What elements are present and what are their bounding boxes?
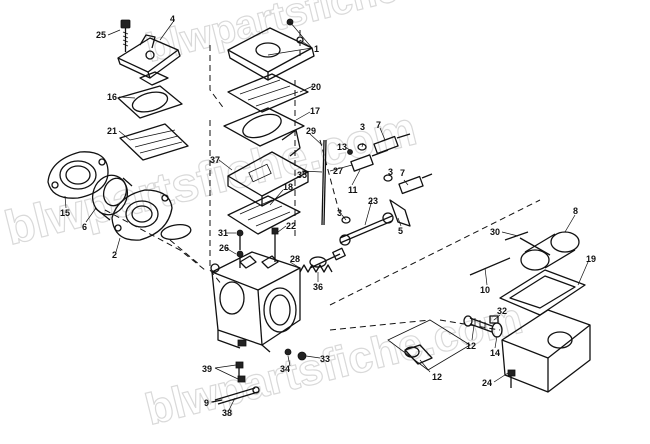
- callout-22: 22: [286, 221, 296, 231]
- callout-2: 2: [112, 250, 117, 260]
- diaphragm-17: [223, 107, 305, 147]
- callout-27: 27: [333, 166, 343, 176]
- callout-15: 15: [60, 208, 70, 218]
- screw-39b: [237, 375, 246, 383]
- watermark-top: blwpartsfiche.com: [142, 0, 493, 71]
- washer-3b: [383, 174, 393, 182]
- fitting-7b: [398, 173, 433, 195]
- callout-38: 38: [222, 408, 232, 418]
- callout-12b: 12: [432, 372, 442, 382]
- watermark-middle: blwpartsfiche.com: [0, 102, 422, 255]
- rubber-boot-6: [91, 174, 133, 221]
- gasket-21: [119, 123, 189, 161]
- mounting-flange-2: [111, 189, 173, 241]
- watermark-bottom: blwpartsfiche.com: [141, 294, 528, 435]
- callout-31: 31: [218, 228, 228, 238]
- callout-32: 32: [497, 306, 507, 316]
- callout-16: 16: [107, 92, 117, 102]
- washer-3a: [357, 143, 367, 151]
- leader-lines: [64, 21, 589, 411]
- screw-22: [271, 227, 279, 262]
- callout-37: 37: [210, 155, 220, 165]
- callout-23: 23: [368, 196, 378, 206]
- needle-35: [321, 139, 327, 226]
- small-gasket: [139, 71, 169, 86]
- plug-33: [297, 351, 307, 361]
- float-needle-10: [469, 257, 511, 276]
- throttle-shaft-23: [339, 212, 394, 246]
- callout-6: 6: [82, 222, 87, 232]
- callout-10: 10: [480, 285, 490, 295]
- callout-4: 4: [170, 14, 175, 24]
- callout-19: 19: [586, 254, 596, 264]
- callout-1: 1: [314, 44, 319, 54]
- callout-14: 14: [490, 348, 500, 358]
- callout-25: 25: [96, 30, 106, 40]
- carburetor-body: [210, 251, 301, 353]
- cover-screw: [120, 19, 131, 52]
- washer-3c: [341, 216, 351, 224]
- callout-33: 33: [320, 354, 330, 364]
- callout-13: 13: [337, 142, 347, 152]
- nut-32: [489, 315, 499, 324]
- idle-screw-36: [309, 247, 346, 269]
- callout-17: 17: [310, 106, 320, 116]
- callout-39: 39: [202, 364, 212, 374]
- callout-labels: 1 2 3 3 3 4 5 6 7 7 8 9 10 11 12 12 13 1…: [60, 14, 596, 418]
- callout-8: 8: [573, 206, 578, 216]
- callout-9: 9: [204, 398, 209, 408]
- callout-24: 24: [482, 378, 492, 388]
- callout-18: 18: [283, 182, 293, 192]
- callout-3b: 3: [388, 167, 393, 177]
- fitting-box: [387, 319, 471, 371]
- screw-31: [236, 229, 244, 250]
- callout-20: 20: [311, 82, 321, 92]
- callout-30: 30: [490, 227, 500, 237]
- jet-13: [347, 149, 353, 155]
- callout-36: 36: [313, 282, 323, 292]
- throttle-lever-5: [389, 199, 411, 227]
- throttle-disc: [160, 223, 192, 241]
- callout-26: 26: [219, 243, 229, 253]
- screw-26: [236, 250, 244, 268]
- callout-3a: 3: [360, 122, 365, 132]
- pump-body-37: [227, 129, 309, 207]
- callout-34: 34: [280, 364, 290, 374]
- fitting-11: [350, 149, 389, 172]
- bowl-gasket-19: [499, 269, 586, 316]
- callout-7b: 7: [400, 168, 405, 178]
- gasket-18: [227, 195, 301, 235]
- gasket-20: [227, 73, 309, 113]
- callout-3c: 3: [337, 208, 342, 218]
- callout-5: 5: [398, 226, 403, 236]
- gasket-16: [117, 85, 183, 119]
- link-38: [214, 386, 260, 405]
- float-8: [519, 231, 580, 271]
- idle-spring: [299, 256, 333, 273]
- plug-34: [284, 348, 292, 356]
- callout-28: 28: [290, 254, 300, 264]
- callout-21: 21: [107, 126, 117, 136]
- callout-12a: 12: [466, 341, 476, 351]
- callout-7: 7: [376, 120, 381, 130]
- callout-35: 35: [297, 170, 307, 180]
- callout-29: 29: [306, 126, 316, 136]
- float-pin-30: [504, 231, 529, 241]
- callout-11: 11: [348, 185, 358, 195]
